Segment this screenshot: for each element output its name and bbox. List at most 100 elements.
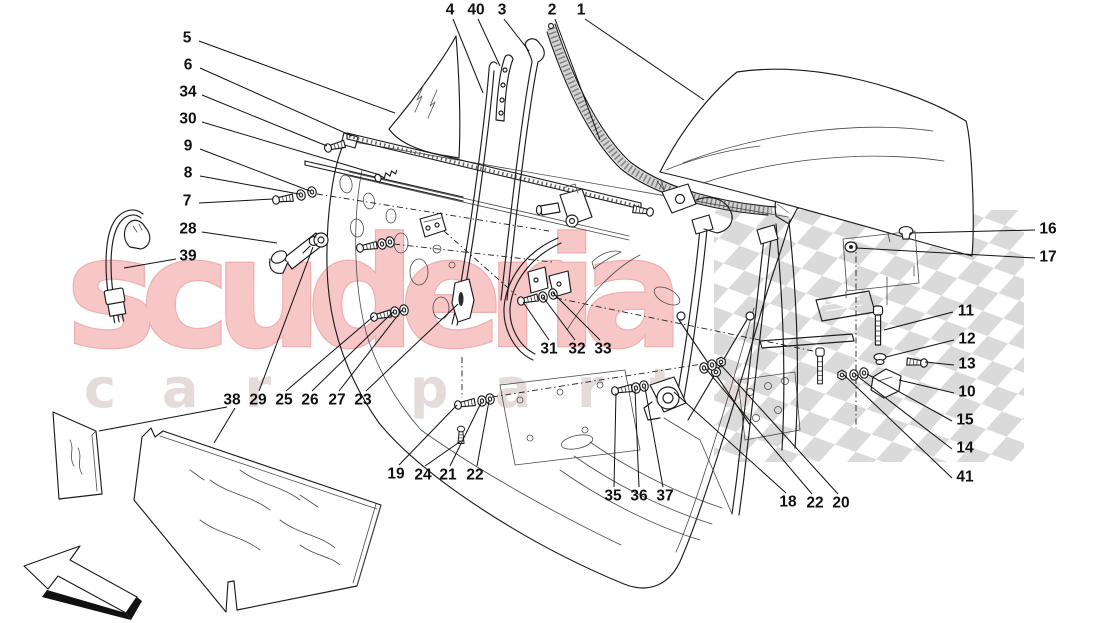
door-trim-panel-large — [133, 427, 382, 613]
leader-line-38 — [213, 407, 236, 444]
leader-line-41 — [843, 374, 953, 479]
callout-27[interactable]: 27 — [328, 392, 345, 409]
leader-line-36 — [634, 389, 640, 488]
callout-25[interactable]: 25 — [275, 392, 293, 409]
leader-line-29 — [258, 246, 314, 392]
callout-34[interactable]: 34 — [179, 84, 197, 101]
callout-30[interactable]: 30 — [179, 111, 196, 128]
callout-31[interactable]: 31 — [540, 341, 558, 358]
callout-29[interactable]: 29 — [249, 392, 267, 409]
leader-line-32 — [542, 296, 576, 341]
leader-line-22 — [476, 400, 490, 467]
callout-26[interactable]: 26 — [301, 392, 319, 409]
leader-line-6 — [199, 67, 353, 137]
callout-7[interactable]: 7 — [183, 193, 192, 210]
door-wiring-cable — [103, 209, 151, 324]
callout-6[interactable]: 6 — [184, 57, 193, 74]
leader-line-3 — [503, 18, 530, 52]
leader-line-19 — [398, 404, 458, 466]
leader-line-22 — [705, 368, 813, 495]
crank-retainer-clip — [302, 235, 318, 254]
door-trim-panels — [52, 411, 382, 613]
window-regulator — [419, 178, 779, 516]
leader-line-11 — [883, 311, 954, 331]
callout-15[interactable]: 15 — [956, 412, 974, 429]
leader-line-7 — [198, 198, 274, 204]
leader-line-27 — [338, 309, 403, 392]
door-trim-panel-small — [52, 411, 103, 500]
leader-line-5 — [198, 40, 396, 114]
leader-line-23 — [365, 303, 459, 392]
mounting-plates — [759, 230, 920, 399]
door-window-glass — [659, 68, 974, 257]
callout-1[interactable]: 1 — [577, 2, 586, 19]
callout-37[interactable]: 37 — [656, 488, 673, 505]
leader-line-31 — [522, 301, 550, 341]
callout-19[interactable]: 19 — [387, 466, 405, 483]
leader-line-30 — [201, 121, 381, 176]
leader-line-2 — [554, 18, 601, 141]
leader-line-16 — [909, 229, 1036, 234]
callout-35[interactable]: 35 — [604, 488, 622, 505]
callout-12[interactable]: 12 — [958, 331, 975, 348]
leader-line-34 — [201, 94, 328, 147]
callout-21[interactable]: 21 — [439, 467, 457, 484]
callout-4[interactable]: 4 — [446, 2, 455, 19]
leader-line-26 — [311, 311, 394, 392]
brand-watermark-text: scuderia — [66, 205, 673, 382]
callout-11[interactable]: 11 — [958, 303, 975, 320]
leader-line-1 — [584, 18, 705, 101]
callout-24[interactable]: 24 — [414, 467, 432, 484]
callout-41[interactable]: 41 — [956, 469, 974, 486]
callout-39[interactable]: 39 — [179, 248, 197, 265]
leader-line-25 — [285, 315, 375, 392]
leader-line-14 — [855, 374, 953, 450]
callout-5[interactable]: 5 — [183, 30, 192, 47]
leader-line-21 — [449, 402, 482, 467]
leader-line-35 — [613, 392, 617, 488]
callout-9[interactable]: 9 — [184, 138, 193, 155]
callout-23[interactable]: 23 — [354, 392, 372, 409]
window-crank-handle — [269, 232, 329, 274]
leader-line-38 — [98, 406, 228, 432]
assembly-alignment-lines — [316, 193, 857, 428]
callout-3[interactable]: 3 — [498, 2, 507, 19]
callout-40[interactable]: 40 — [467, 2, 484, 19]
rear-guide-rail — [775, 221, 799, 451]
leader-line-4 — [452, 18, 484, 94]
window-slot-trim — [304, 132, 642, 241]
vent-window-glass — [388, 35, 461, 159]
leader-line-40 — [477, 18, 501, 67]
leader-line-24 — [424, 440, 462, 467]
callout-13[interactable]: 13 — [958, 356, 976, 373]
callout-14[interactable]: 14 — [956, 440, 974, 457]
callout-10[interactable]: 10 — [958, 384, 975, 401]
leader-line-28 — [201, 231, 278, 244]
leader-line-20 — [719, 363, 839, 495]
callout-2[interactable]: 2 — [548, 2, 557, 19]
leader-line-39 — [123, 258, 177, 269]
sub-brand-watermark-text: car parts — [84, 357, 800, 420]
callout-28[interactable]: 28 — [179, 221, 197, 238]
callout-22[interactable]: 22 — [466, 467, 483, 484]
callout-16[interactable]: 16 — [1039, 221, 1057, 238]
callout-36[interactable]: 36 — [630, 488, 648, 505]
leader-line-18 — [673, 391, 787, 494]
callout-38[interactable]: 38 — [223, 392, 241, 409]
callout-33[interactable]: 33 — [594, 341, 612, 358]
callout-22[interactable]: 22 — [806, 495, 823, 512]
callout-17[interactable]: 17 — [1039, 249, 1056, 266]
leader-line-17 — [855, 247, 1036, 259]
callout-32[interactable]: 32 — [568, 341, 585, 358]
door-frame-seal — [546, 22, 807, 225]
callout-18[interactable]: 18 — [779, 494, 797, 511]
leader-line-15 — [866, 373, 953, 422]
callout-8[interactable]: 8 — [184, 165, 193, 182]
leader-line-10 — [898, 379, 955, 394]
leader-line-8 — [199, 175, 300, 195]
callout-20[interactable]: 20 — [832, 495, 849, 512]
leader-line-9 — [199, 148, 311, 192]
